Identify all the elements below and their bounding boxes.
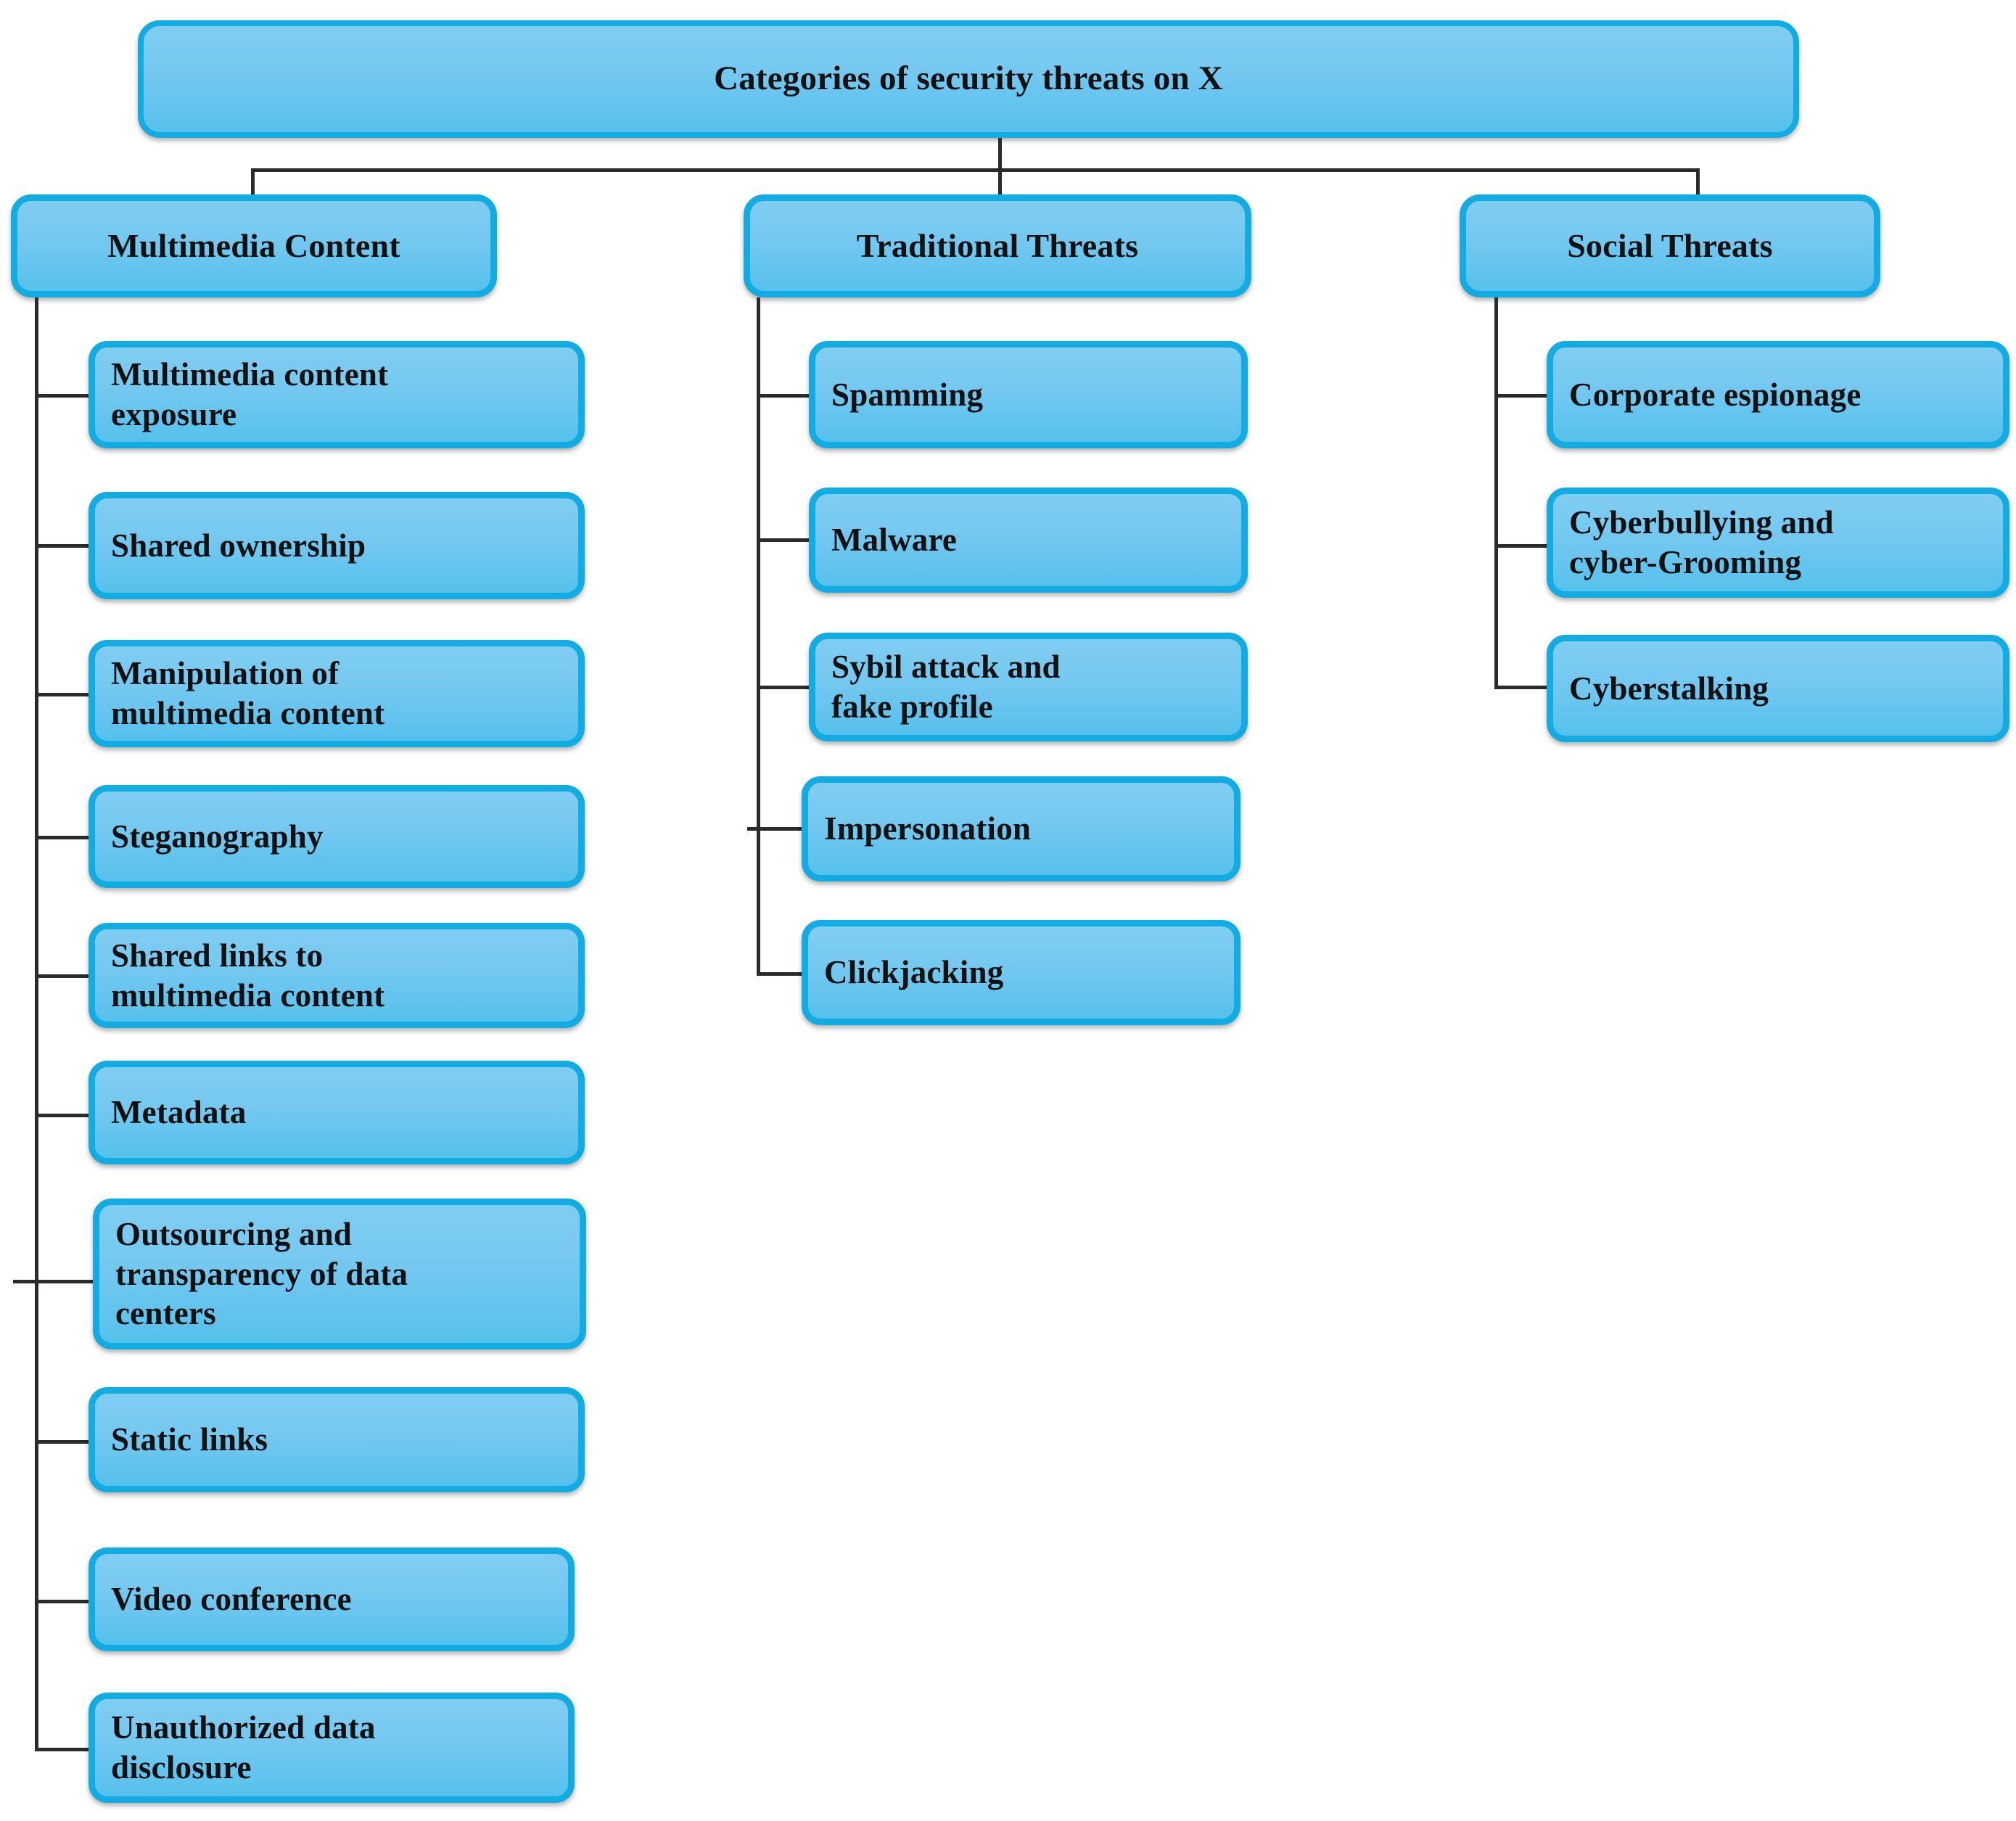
connector-stub-multimedia-8 <box>35 1440 93 1444</box>
leaf-node-shared-links-to-multimedia-content: Shared links to multimedia content <box>89 923 585 1028</box>
connector-stub-multimedia-9 <box>35 1600 93 1603</box>
connector-stub-traditional-1 <box>757 394 813 398</box>
leaf-node-metadata: Metadata <box>89 1061 585 1164</box>
leaf-node-label: Shared ownership <box>111 527 366 564</box>
leaf-node-cyberstalking: Cyberstalking <box>1547 635 2009 742</box>
leaf-node-spamming: Spamming <box>809 341 1248 448</box>
connector-stub-traditional-5 <box>757 972 813 976</box>
branch-node-social-threats: Social Threats <box>1460 194 1880 297</box>
leaf-node-label: Manipulation of multimedia content <box>111 655 385 731</box>
connector-stub-social-1 <box>1494 394 1551 398</box>
root-node-label: Categories of security threats on X <box>714 59 1223 98</box>
leaf-node-outsourcing-and-transparency-of-data-centers: Outsourcing and transparency of data cen… <box>93 1199 586 1349</box>
root-node-categories-of-security-threats: Categories of security threats on X <box>138 20 1799 138</box>
connector-drop-traditional <box>998 168 1002 196</box>
connector-stub-social-3 <box>1494 686 1551 689</box>
branch-node-traditional-threats: Traditional Threats <box>744 194 1251 297</box>
connector-stub-traditional-2 <box>757 538 813 542</box>
connector-stub-multimedia-3 <box>35 693 93 696</box>
leaf-node-clickjacking: Clickjacking <box>802 920 1241 1025</box>
connector-stub-multimedia-6 <box>35 1114 93 1117</box>
leaf-node-video-conference: Video conference <box>89 1547 575 1651</box>
branch-node-label: Traditional Threats <box>856 226 1139 264</box>
connector-stub-multimedia-1 <box>35 394 93 398</box>
leaf-node-label: Sybil attack and fake profile <box>831 649 1061 725</box>
connector-spine-traditional <box>757 297 760 975</box>
branch-node-label: Social Threats <box>1567 226 1773 264</box>
connector-stub-social-2 <box>1494 544 1551 548</box>
leaf-node-malware: Malware <box>809 488 1248 593</box>
connector-root-stem <box>998 138 1002 170</box>
branch-node-multimedia-content: Multimedia Content <box>11 194 497 297</box>
connector-stub-traditional-4 <box>747 827 812 831</box>
connector-drop-multimedia <box>251 168 255 196</box>
connector-spine-multimedia <box>35 297 38 1748</box>
leaf-node-label: Malware <box>831 522 958 559</box>
leaf-node-steganography: Steganography <box>89 785 585 888</box>
leaf-node-label: Corporate espionage <box>1569 376 1861 413</box>
connector-stub-multimedia-5 <box>35 974 93 978</box>
branch-node-label: Multimedia Content <box>107 226 400 264</box>
leaf-node-label: Unauthorized data disclosure <box>111 1709 376 1785</box>
leaf-node-label: Clickjacking <box>824 954 1004 991</box>
connector-root-bus <box>252 168 1699 172</box>
connector-stub-multimedia-10 <box>35 1748 93 1751</box>
leaf-node-multimedia-content-exposure: Multimedia content exposure <box>89 341 585 448</box>
leaf-node-label: Spamming <box>831 376 984 413</box>
leaf-node-label: Impersonation <box>824 810 1032 847</box>
connector-stub-multimedia-4 <box>35 836 93 839</box>
leaf-node-static-links: Static links <box>89 1387 585 1492</box>
connector-stub-multimedia-7 <box>13 1280 93 1283</box>
leaf-node-cyberbullying-and-cyber-grooming: Cyberbullying and cyber-Grooming <box>1547 488 2009 598</box>
leaf-node-label: Video conference <box>111 1581 352 1618</box>
leaf-node-label: Cyberbullying and cyber-Grooming <box>1569 504 1834 580</box>
connector-stub-traditional-3 <box>757 686 813 689</box>
leaf-node-manipulation-of-multimedia-content: Manipulation of multimedia content <box>89 640 585 747</box>
leaf-node-label: Outsourcing and transparency of data cen… <box>115 1215 408 1332</box>
connector-drop-social <box>1696 168 1700 196</box>
leaf-node-label: Multimedia content exposure <box>111 356 389 432</box>
connector-stub-multimedia-2 <box>35 544 93 548</box>
leaf-node-label: Shared links to multimedia content <box>111 937 385 1014</box>
leaf-node-label: Static links <box>111 1421 268 1458</box>
leaf-node-sybil-attack-and-fake-profile: Sybil attack and fake profile <box>809 633 1248 741</box>
leaf-node-impersonation: Impersonation <box>802 776 1241 881</box>
leaf-node-shared-ownership: Shared ownership <box>89 492 585 599</box>
leaf-node-label: Cyberstalking <box>1569 670 1769 707</box>
leaf-node-corporate-espionage: Corporate espionage <box>1547 341 2009 448</box>
leaf-node-unauthorized-data-disclosure: Unauthorized data disclosure <box>89 1693 575 1803</box>
leaf-node-label: Steganography <box>111 818 324 855</box>
leaf-node-label: Metadata <box>111 1094 247 1131</box>
connector-spine-social <box>1494 297 1498 689</box>
